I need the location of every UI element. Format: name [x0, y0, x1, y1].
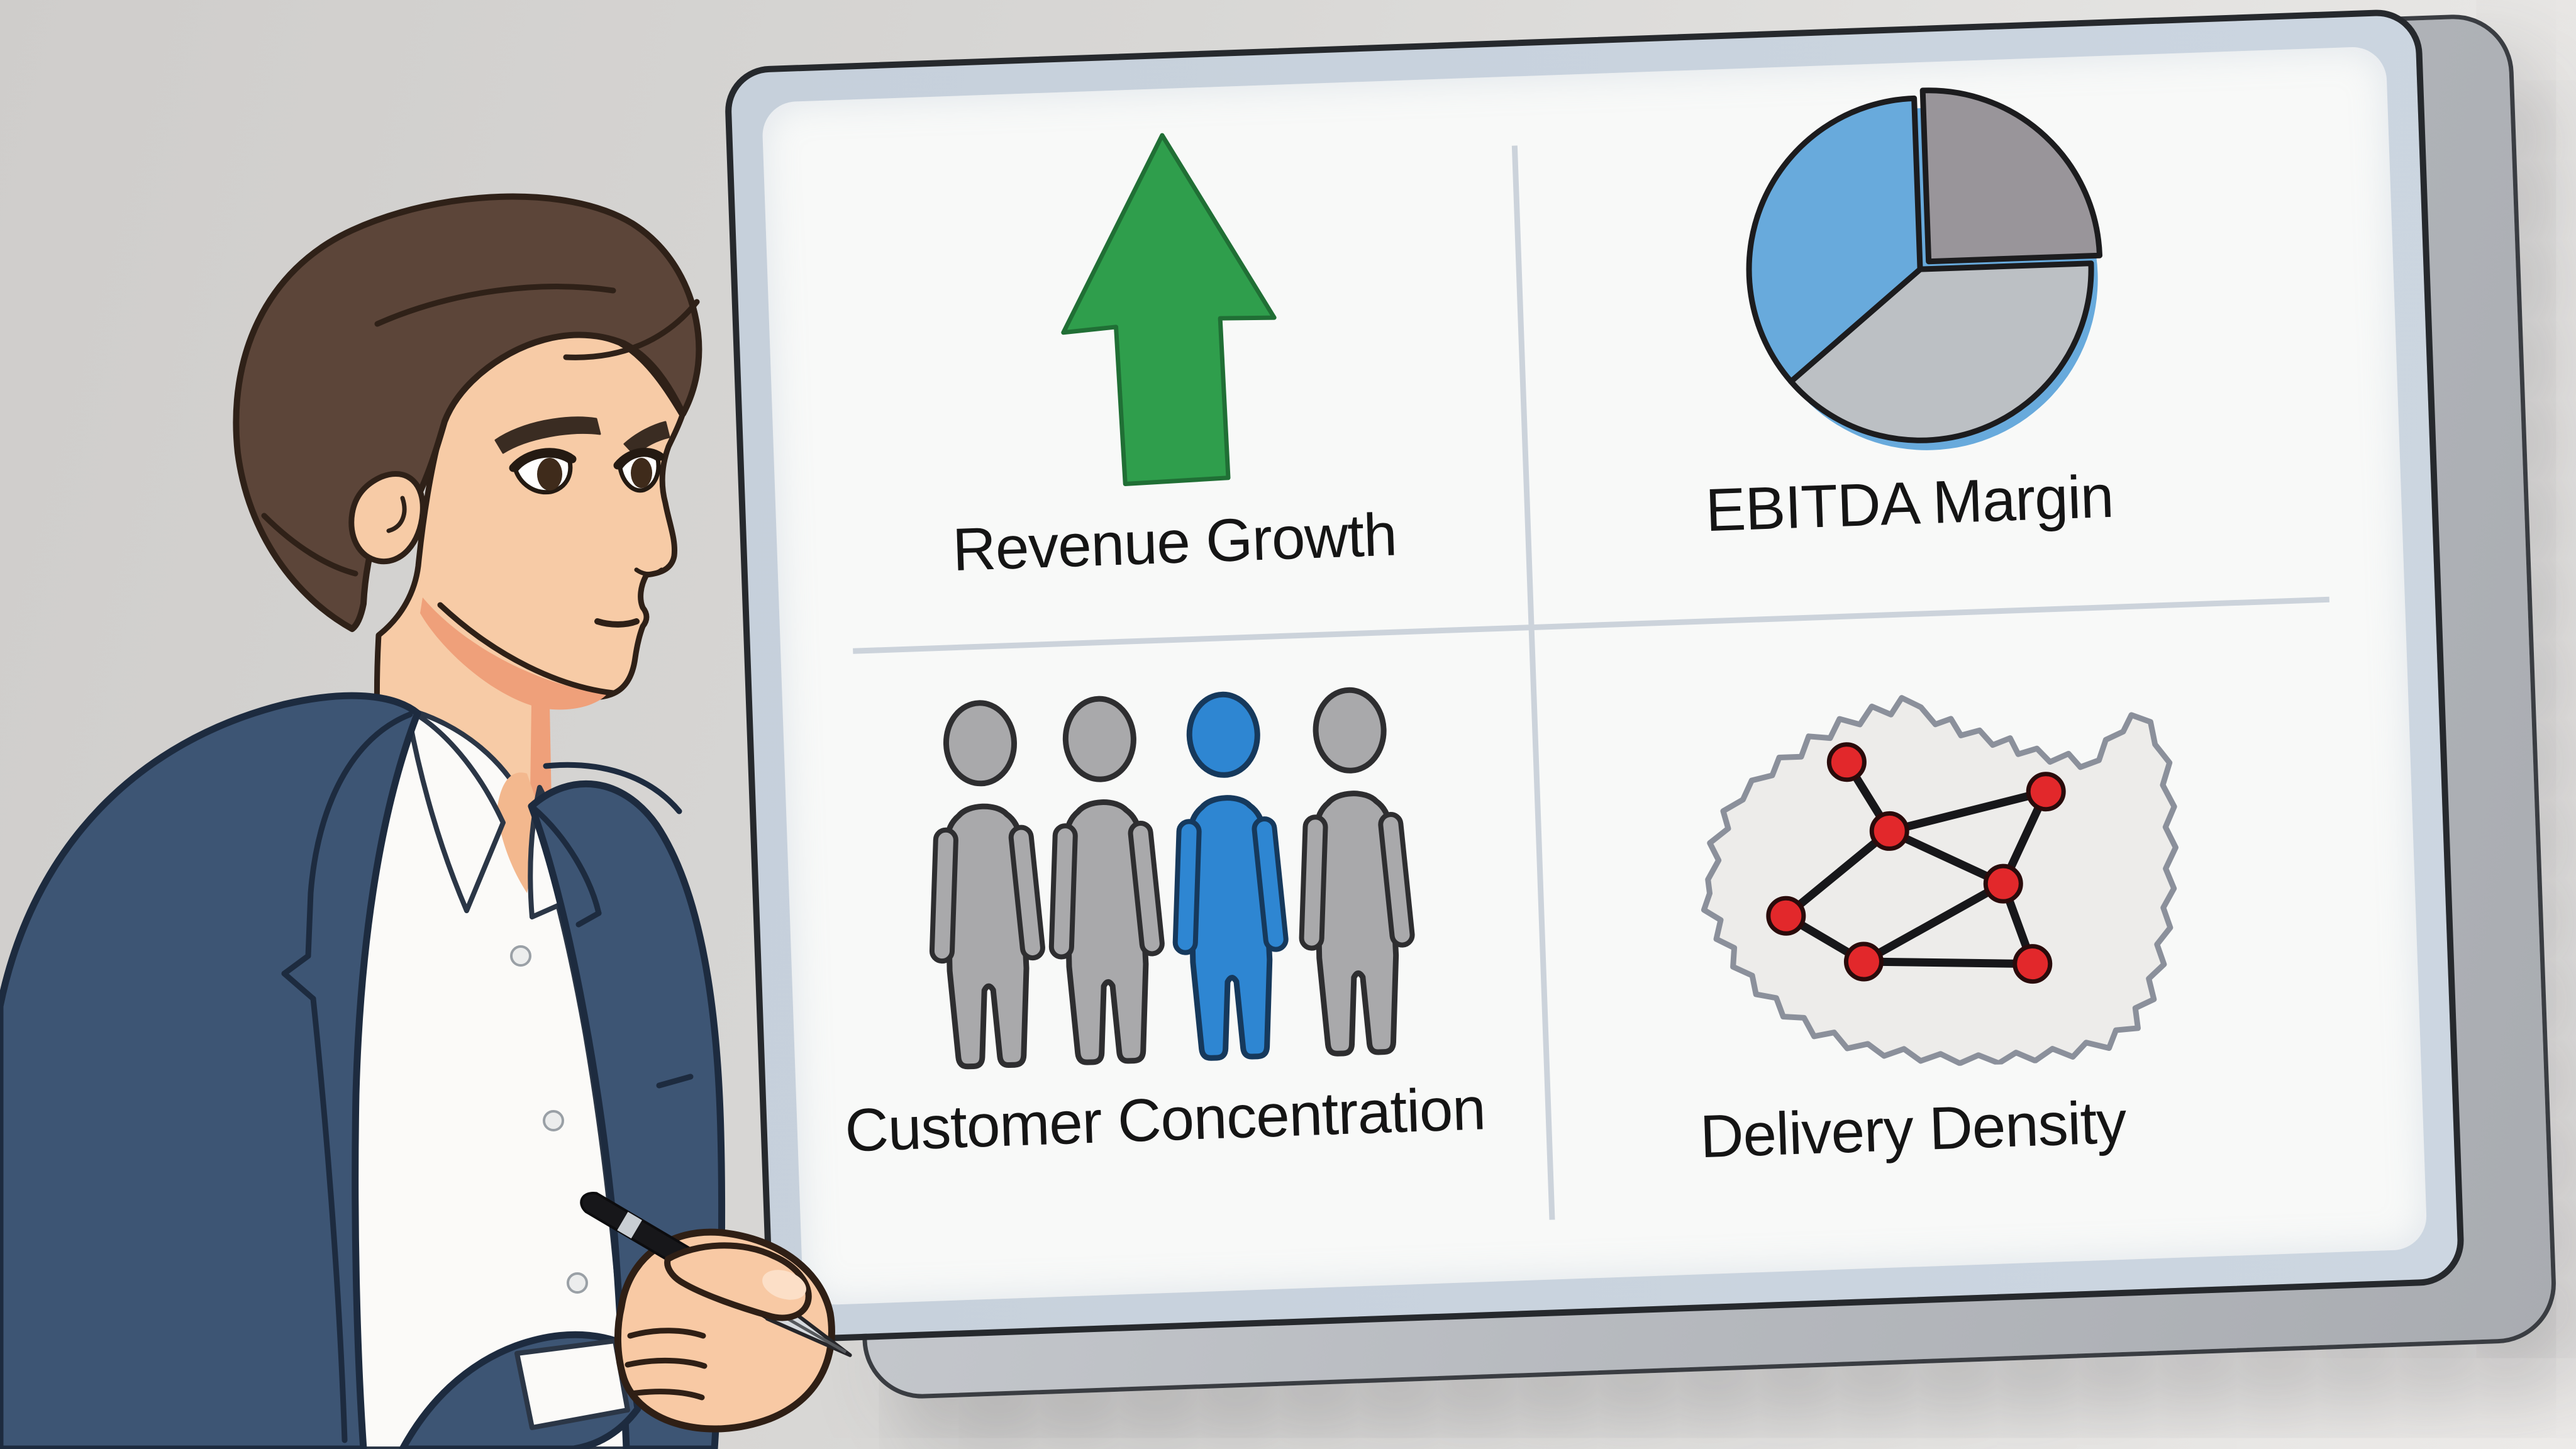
- person-figure: [1043, 697, 1167, 1063]
- network-edge: [1782, 826, 1894, 920]
- thumb-nail: [762, 1270, 806, 1300]
- light-gray-slice: [1788, 260, 2094, 443]
- presentation-board: Revenue Growth EBITDA Margin: [723, 8, 2558, 1401]
- board-face: Revenue Growth EBITDA Margin: [723, 8, 2465, 1344]
- eye-left: [537, 458, 562, 491]
- eye-right: [631, 458, 652, 488]
- label-ebitda-margin: EBITDA Margin: [1704, 462, 2115, 545]
- person-figure-highlighted: [1167, 692, 1291, 1060]
- dark-gray-slice: [1919, 87, 2103, 265]
- label-delivery-density: Delivery Density: [1699, 1088, 2128, 1171]
- pie-chart-icon: [1746, 87, 2103, 450]
- presenter-torso: [0, 692, 726, 1449]
- blue-slice: [1746, 95, 1923, 385]
- nostril: [634, 567, 664, 577]
- shirt-cuff: [514, 1338, 630, 1430]
- network-edge: [1885, 826, 2007, 888]
- map-region-outline: [1701, 695, 2179, 1067]
- network-edge: [1859, 879, 2007, 966]
- jacket-left-lapel: [281, 711, 413, 1443]
- finger-lines: [625, 1328, 708, 1401]
- presenter-illustration: [0, 193, 852, 1449]
- presenter-hand: [580, 1192, 852, 1433]
- eyebrow-left: [494, 416, 601, 454]
- thumb: [664, 1242, 812, 1321]
- network-node: [1826, 742, 1867, 782]
- mouth: [594, 618, 640, 628]
- map-network-icon: [1701, 695, 2179, 1067]
- neck-shadow: [420, 597, 607, 710]
- network-node: [1766, 896, 1806, 936]
- quadrant-divider-horizontal: [853, 596, 2329, 654]
- jacket-left: [0, 692, 421, 1449]
- network-node: [2026, 772, 2066, 812]
- up-arrow-icon: [1061, 133, 1277, 486]
- shirt-collar-left: [405, 707, 506, 913]
- quadrant-divider-vertical: [1511, 145, 1555, 1220]
- network-node: [1983, 863, 2023, 904]
- network-edge: [1859, 957, 2037, 969]
- presenter-face: [233, 193, 702, 632]
- network-edge: [1885, 787, 2050, 835]
- ear: [348, 471, 426, 565]
- board-surface: Revenue Growth EBITDA Margin: [761, 46, 2428, 1306]
- network-node: [1843, 941, 1884, 982]
- network-node: [1869, 811, 1909, 851]
- network-node: [2012, 944, 2053, 984]
- person-figure: [1292, 688, 1417, 1055]
- hair-strands: [261, 284, 700, 577]
- jacket-right-details: [528, 762, 694, 1089]
